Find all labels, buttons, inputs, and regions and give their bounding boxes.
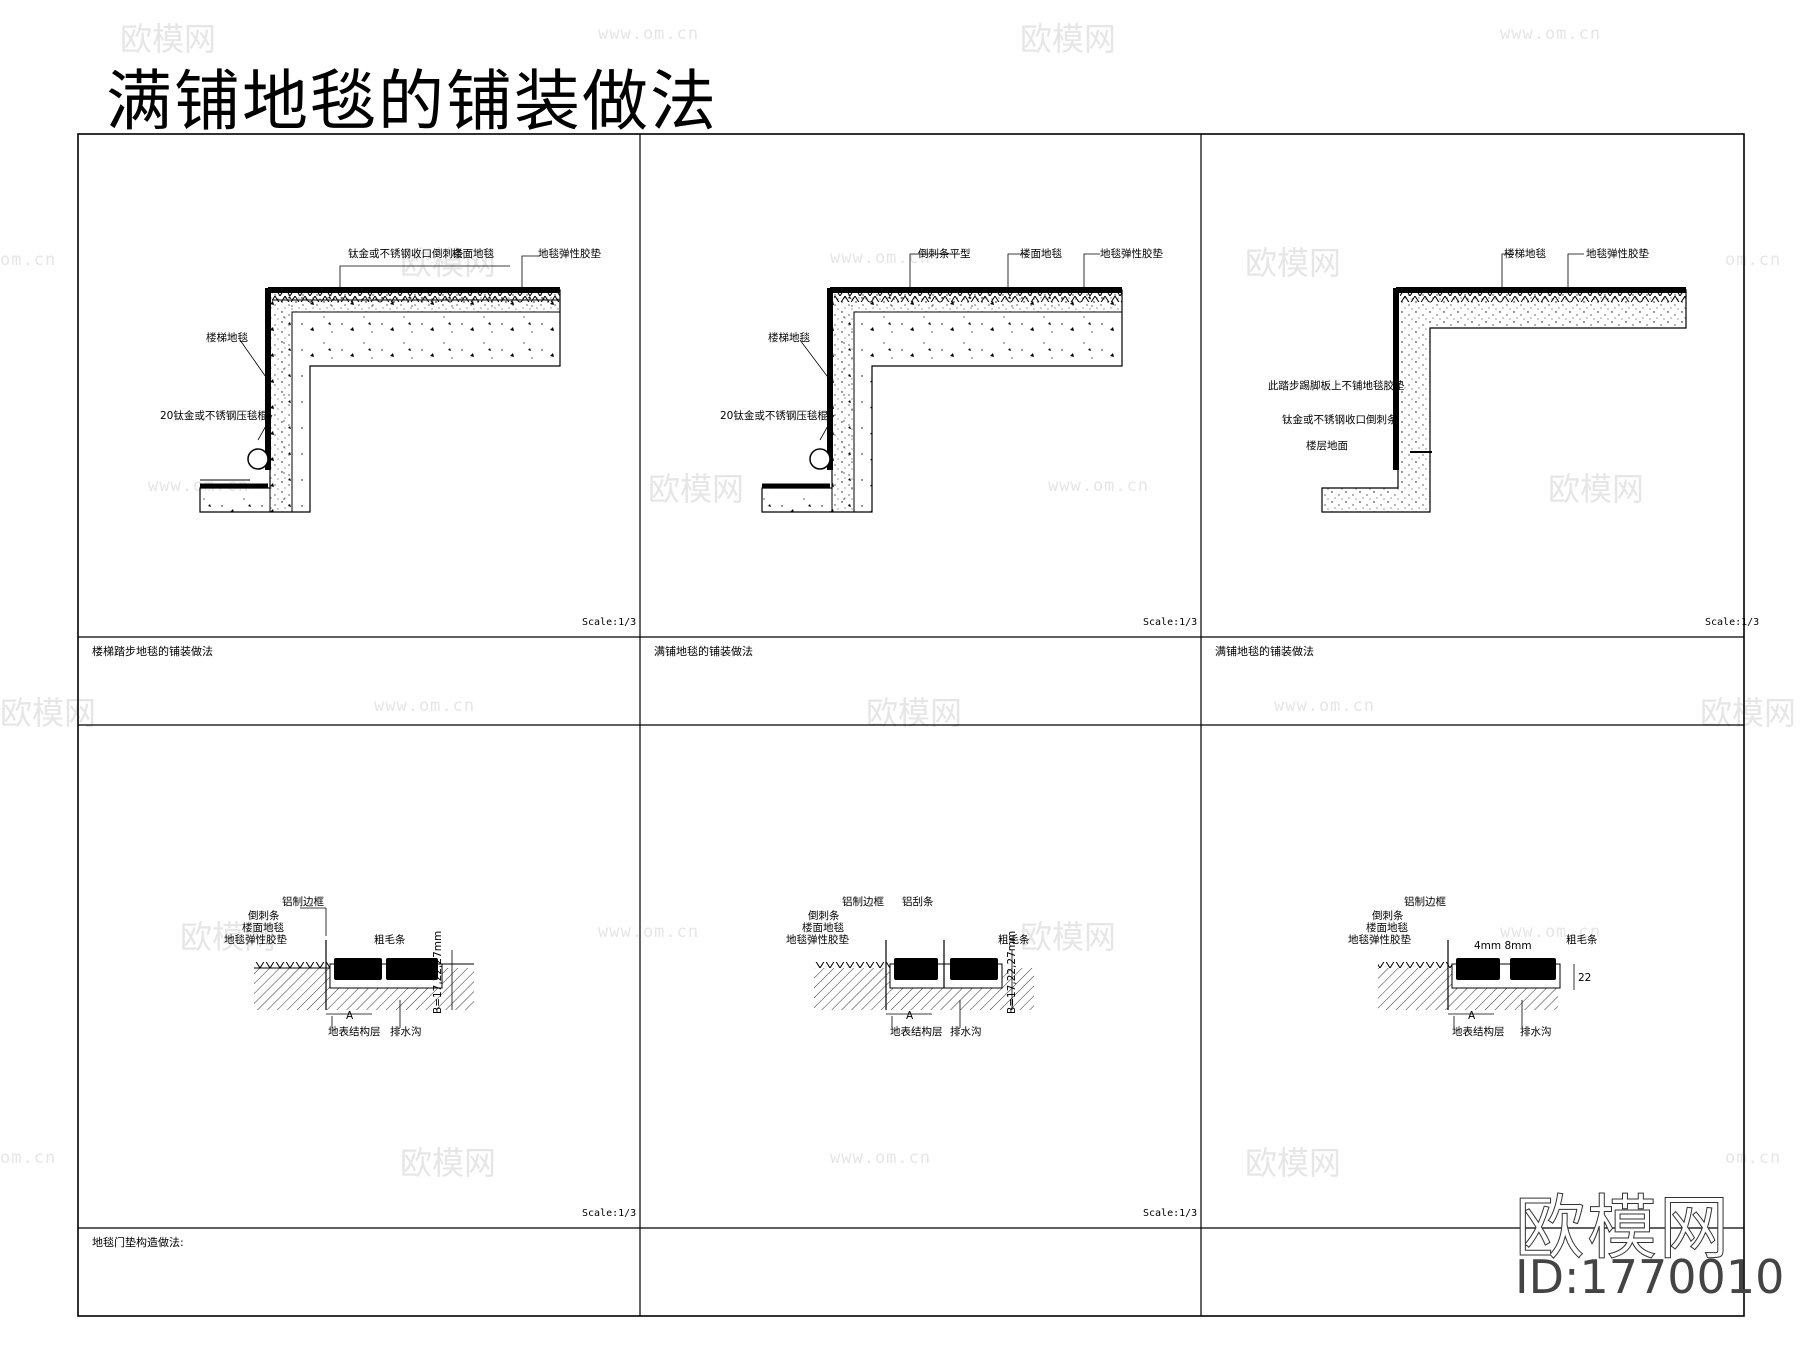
scale-label: Scale:1/3 (1705, 617, 1760, 628)
watermark-brand: 欧模网 (1245, 244, 1342, 282)
label-riser-note: 此踏步踢脚板上不铺地毯胶垫 (1268, 380, 1405, 392)
label-alu-strip: 铝刮条 (902, 896, 934, 908)
panel-caption: 地毯门垫构造做法: (92, 1236, 184, 1249)
scale-label: Scale:1/3 (582, 1208, 637, 1219)
scale-label: Scale:1/3 (1143, 1208, 1198, 1219)
label-alu-edge: 铝制边框 (842, 896, 884, 908)
label-floor-carpet: 楼面地毯 (452, 248, 494, 260)
stair-section-2 (761, 253, 1123, 513)
label-stair-carpet: 楼梯地毯 (1504, 248, 1546, 260)
label-floor-carpet: 楼面地毯 (1020, 248, 1062, 260)
panel-caption: 楼梯踏步地毯的铺装做法 (92, 645, 213, 658)
label-dim-a: A (906, 1010, 914, 1022)
label-bristle: 粗毛条 (374, 934, 406, 946)
label-dim-b: B=17,22,27mm (432, 930, 444, 1014)
watermark-url: om.cn (1725, 250, 1782, 270)
watermark-brand: 欧模网 (180, 918, 277, 956)
scale-label: Scale:1/3 (582, 617, 637, 628)
watermark-brand: 欧模网 (400, 244, 497, 282)
label-structure: 地表结构层 (328, 1026, 381, 1038)
mat-section-3 (1378, 940, 1575, 1028)
watermark-brand: 欧模网 (1548, 470, 1645, 508)
label-bristle: 粗毛条 (998, 934, 1030, 946)
watermark-url: www.om.cn (1048, 476, 1150, 496)
label-underlay: 地毯弹性胶垫 (224, 934, 287, 946)
watermark-url: www.om.cn (598, 922, 700, 942)
label-gap: 4mm 8mm (1474, 940, 1532, 952)
label-dim-a: A (1468, 1010, 1476, 1022)
label-barb-strip: 倒刺条平型 (918, 248, 971, 260)
label-barb: 倒刺条 (1372, 910, 1404, 922)
label-structure: 地表结构层 (890, 1026, 943, 1038)
panel-caption: 满铺地毯的铺装做法 (1215, 645, 1314, 658)
watermark-brand: 欧模网 (866, 694, 963, 732)
watermark-brand: 欧模网 (1700, 694, 1797, 732)
watermark-url: www.om.cn (1274, 696, 1376, 716)
mat-section-2 (814, 940, 1034, 1028)
stair-section-3 (1321, 253, 1687, 513)
label-dim-b: B=17,22,27mm (1006, 930, 1018, 1014)
label-bristle: 粗毛条 (1566, 934, 1598, 946)
watermark-brand: 欧模网 (1245, 1144, 1342, 1182)
label-floor-carpet: 楼面地毯 (1366, 922, 1408, 934)
page-title: 满铺地毯的铺装做法 (106, 63, 718, 140)
panel-caption: 满铺地毯的铺装做法 (654, 645, 753, 658)
label-drain: 排水沟 (950, 1026, 982, 1038)
label-underlay: 地毯弹性胶垫 (1100, 248, 1163, 260)
stair-section-1 (199, 255, 561, 513)
label-floor-carpet: 楼面地毯 (802, 922, 844, 934)
label-underlay: 地毯弹性胶垫 (1586, 248, 1649, 260)
label-structure: 地表结构层 (1452, 1026, 1505, 1038)
label-drain: 排水沟 (1520, 1026, 1552, 1038)
scale-label: Scale:1/3 (1143, 617, 1198, 628)
label-stair-carpet: 楼梯地毯 (768, 332, 810, 344)
mat-section-1 (254, 907, 474, 1028)
label-alu-edge: 铝制边框 (282, 896, 324, 908)
watermark-url: www.om.cn (1500, 24, 1602, 44)
label-dim-22: 22 (1578, 972, 1592, 984)
watermark-url: www.om.cn (374, 696, 476, 716)
watermark-brand: 欧模网 (0, 694, 97, 732)
watermark-brand: 欧模网 (648, 470, 745, 508)
watermark-url: www.om.cn (598, 24, 700, 44)
brand-id: ID:1770010 (1515, 1250, 1785, 1304)
watermark-brand: 欧模网 (400, 1144, 497, 1182)
label-barb: 倒刺条 (248, 910, 280, 922)
watermark-url: om.cn (0, 250, 57, 270)
label-drain: 排水沟 (390, 1026, 422, 1038)
watermark-url: www.om.cn (1500, 922, 1602, 942)
label-underlay: 地毯弹性胶垫 (1348, 934, 1411, 946)
label-press-rod: 20钛金或不锈钢压毯棍 (160, 410, 268, 422)
label-press-rod: 20钛金或不锈钢压毯棍 (720, 410, 828, 422)
label-alu-edge: 铝制边框 (1404, 896, 1446, 908)
watermark-url: om.cn (1725, 1148, 1782, 1168)
label-edge-strip: 钛金或不锈钢收口倒刺条 (348, 248, 464, 260)
brand-logo: 欧模网 (1515, 1187, 1731, 1270)
label-underlay: 地毯弹性胶垫 (538, 248, 601, 260)
watermark-url: www.om.cn (830, 248, 932, 268)
label-floor-carpet: 楼面地毯 (242, 922, 284, 934)
watermark-url: om.cn (0, 1148, 57, 1168)
watermark-brand: 欧模网 (1020, 20, 1117, 58)
label-underlay: 地毯弹性胶垫 (786, 934, 849, 946)
label-stair-carpet: 楼梯地毯 (206, 332, 248, 344)
watermark-brand: 欧模网 (1020, 918, 1117, 956)
label-dim-a: A (346, 1010, 354, 1022)
watermark-brand: 欧模网 (120, 20, 217, 58)
label-edge-strip: 钛金或不锈钢收口倒刺条 (1282, 414, 1398, 426)
label-floor-surface: 楼层地面 (1306, 440, 1348, 452)
label-barb: 倒刺条 (808, 910, 840, 922)
watermark-url: www.om.cn (830, 1148, 932, 1168)
